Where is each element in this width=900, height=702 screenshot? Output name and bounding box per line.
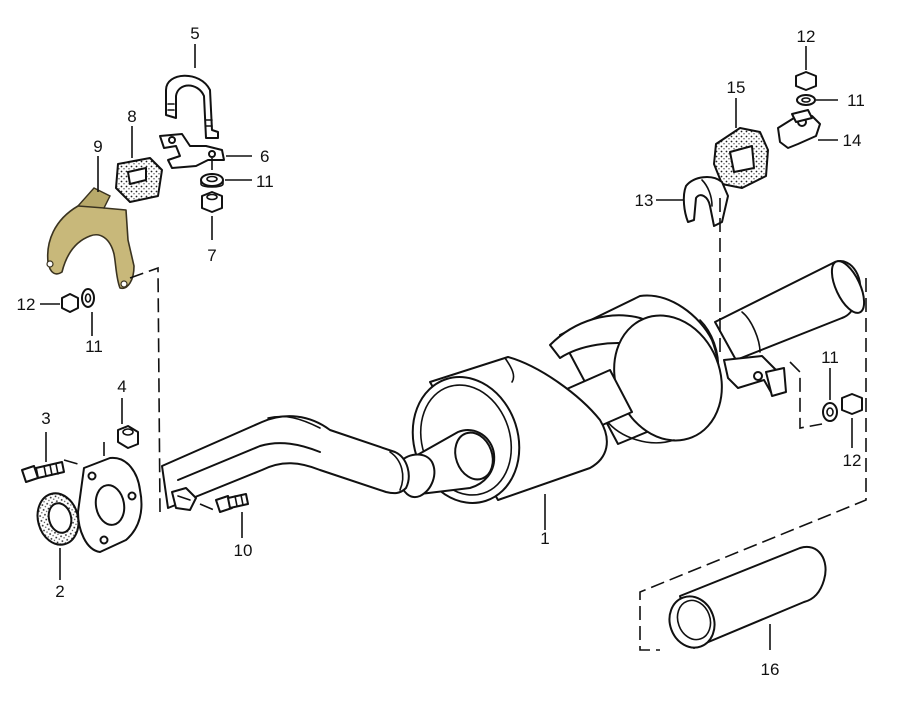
- u-bolt: [165, 74, 219, 139]
- rear-silencer: [549, 294, 723, 445]
- callout-13: 13: [635, 191, 654, 210]
- clamp-strap: [159, 133, 225, 169]
- callout-4: 4: [117, 377, 126, 396]
- nut-washer-top-right: [795, 71, 817, 106]
- callout-11-left: 11: [85, 337, 103, 356]
- callout-11-right: 11: [821, 348, 839, 367]
- assembly-lines: [63, 158, 867, 651]
- tail-pipe: [699, 260, 866, 373]
- rear-bracket: [777, 109, 821, 149]
- nut-washer-left: [61, 288, 95, 313]
- pipe-clamp-hanger: [171, 487, 197, 511]
- callout-12-right: 12: [843, 451, 862, 470]
- callout-2: 2: [55, 582, 64, 601]
- callout-6: 6: [260, 147, 269, 166]
- nut-washer-right: [822, 393, 863, 422]
- callout-11-top-right: 11: [847, 91, 865, 110]
- front-pipe: [161, 415, 410, 509]
- leader-lines: [40, 44, 853, 650]
- flange-nut: [117, 425, 139, 449]
- callout-7: 7: [207, 246, 216, 265]
- tailpipe-hanger-bracket: [723, 355, 787, 397]
- callout-15: 15: [727, 78, 746, 97]
- flange-gasket: [36, 492, 80, 546]
- callout-3: 3: [41, 409, 50, 428]
- callout-11-top-left: 11: [256, 172, 274, 191]
- rubber-mount-rear: [713, 127, 769, 189]
- callout-10: 10: [234, 541, 253, 560]
- washer: [200, 173, 224, 188]
- rear-clamp: [682, 176, 729, 227]
- callout-labels: 1 2 3 4 5 6 11 7 8 9 10 12 11 11 12 13 1…: [17, 24, 865, 679]
- callout-12-top-right: 12: [797, 27, 816, 46]
- callout-14: 14: [843, 131, 862, 150]
- callout-5: 5: [190, 24, 199, 43]
- callout-12-left: 12: [17, 295, 36, 314]
- front-silencer: [399, 356, 608, 504]
- callout-8: 8: [127, 107, 136, 126]
- flange-bolt: [21, 461, 65, 483]
- callout-1: 1: [540, 529, 549, 548]
- callout-9: 9: [93, 137, 102, 156]
- nut: [201, 191, 223, 213]
- clamp-bolt: [215, 493, 249, 513]
- flange-plate: [77, 456, 143, 553]
- callout-16: 16: [761, 660, 780, 679]
- muffler-bracket: [46, 187, 135, 290]
- tailpipe-trim: [668, 545, 827, 649]
- rubber-mount: [115, 157, 163, 203]
